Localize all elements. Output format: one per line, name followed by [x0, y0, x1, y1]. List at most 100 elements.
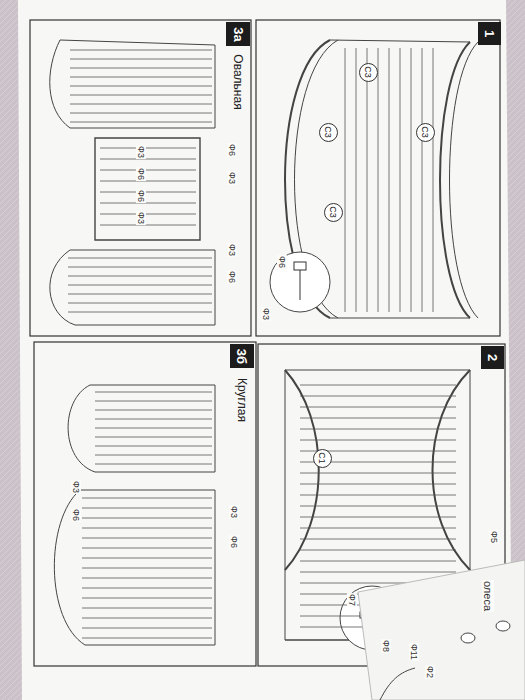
part-code: Ф6 [227, 270, 237, 284]
slat [378, 48, 379, 312]
slat [95, 455, 212, 456]
step-badge: 1 [478, 22, 501, 45]
part-code: Ф6 [136, 167, 146, 181]
step-number: 3б [234, 348, 249, 363]
slat [70, 104, 212, 105]
slat [389, 48, 390, 312]
slat [300, 495, 456, 496]
slat [411, 48, 412, 312]
slat [68, 258, 212, 259]
slat [300, 517, 456, 518]
step-heading: Овальная [231, 54, 245, 109]
second-sheet [358, 560, 525, 700]
slat [100, 148, 196, 149]
part-code: Ф6 [71, 508, 81, 522]
slat [70, 95, 212, 96]
slat [68, 303, 212, 304]
slat [82, 618, 212, 619]
part-code: Ф3 [71, 480, 81, 494]
part-callout: С3 [359, 63, 378, 82]
slat [68, 276, 212, 277]
panel-frame [34, 342, 256, 666]
panel-frame [30, 20, 251, 336]
slat [300, 572, 456, 573]
slat [82, 578, 212, 579]
slat [300, 506, 456, 507]
part-callout: С3 [416, 123, 435, 142]
slat [433, 48, 434, 312]
slat [68, 294, 212, 295]
part-code: Ф2 [425, 665, 435, 679]
panel-frame [256, 20, 500, 336]
slat [82, 568, 212, 569]
part-code: Ф6 [227, 143, 237, 157]
part-code: Ф3 [261, 307, 271, 321]
slat [400, 48, 401, 312]
step-number: 3а [231, 27, 246, 41]
slat [300, 484, 456, 485]
slat [300, 418, 456, 419]
slat [345, 48, 346, 312]
slat [95, 437, 212, 438]
part-callout: С1 [313, 449, 332, 468]
slat [100, 181, 196, 182]
slat [95, 428, 212, 429]
slat [300, 550, 456, 551]
slat [82, 588, 212, 589]
slat [95, 419, 212, 420]
slat [95, 410, 212, 411]
slat [82, 498, 212, 499]
slat [82, 518, 212, 519]
slat [422, 48, 423, 312]
step-number: 1 [482, 30, 497, 37]
slat [300, 528, 456, 529]
slat [300, 407, 456, 408]
slat [95, 446, 212, 447]
slat [70, 113, 212, 114]
part-callout: С3 [324, 203, 343, 222]
slat-lines [68, 48, 456, 638]
slat [300, 539, 456, 540]
slat [82, 508, 212, 509]
slat [82, 598, 212, 599]
slat [70, 59, 212, 60]
section-title: олеса [482, 580, 494, 612]
part-code: Ф11 [409, 643, 419, 661]
slat [95, 392, 212, 393]
slat [367, 48, 368, 312]
wheel-parts [380, 621, 510, 700]
slat [95, 401, 212, 402]
part-code: Ф3 [136, 211, 146, 225]
part-code: Ф3 [227, 171, 237, 185]
callout-number: С3 [363, 66, 373, 78]
slat [68, 285, 212, 286]
step-badge: 3аОвальная [226, 22, 250, 46]
slat [70, 50, 212, 51]
callout-number: С3 [420, 126, 430, 138]
part-callout: С3 [319, 123, 338, 142]
part-code: Ф3 [229, 505, 239, 519]
step-heading: Круглая [235, 378, 249, 422]
slat [82, 628, 212, 629]
slat [100, 214, 196, 215]
slat [300, 473, 456, 474]
slat [300, 396, 456, 397]
slat [300, 429, 456, 430]
slat [100, 192, 196, 193]
part-code: Ф3 [136, 145, 146, 159]
slat [100, 170, 196, 171]
slat [70, 122, 212, 123]
callout-number: С3 [328, 206, 338, 218]
fitting-detail [294, 262, 384, 631]
part-code: Ф8 [381, 639, 391, 653]
part-code: Ф7 [347, 593, 357, 607]
slat [300, 440, 456, 441]
part-code: Ф5 [489, 530, 499, 544]
slat [82, 608, 212, 609]
slat [82, 638, 212, 639]
crib-drawing [50, 40, 478, 650]
slat [95, 464, 212, 465]
step-badge: 2 [481, 346, 504, 369]
